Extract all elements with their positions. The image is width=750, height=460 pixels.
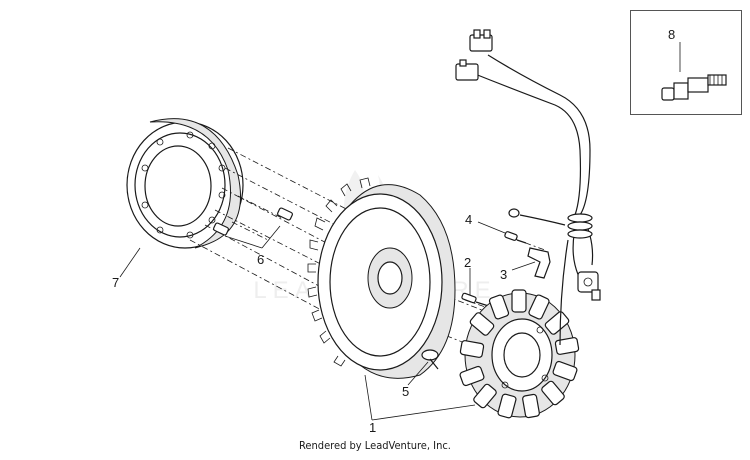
dowel-pins <box>213 207 293 236</box>
freewheel-ring <box>126 118 244 249</box>
stator-screw <box>461 292 496 309</box>
pickup-sensor <box>661 42 727 101</box>
pickup-block <box>577 271 601 301</box>
ring-terminal <box>508 208 520 218</box>
footer-credit: Rendered by LeadVenture, Inc. <box>299 439 451 452</box>
clamp-screw <box>504 231 527 244</box>
stator <box>459 289 580 419</box>
cable-ties <box>567 213 593 239</box>
flywheel <box>307 177 456 379</box>
callout-1[interactable]: 1 <box>369 420 377 435</box>
flywheel-screw <box>421 349 439 370</box>
callout-5[interactable]: 5 <box>402 384 410 399</box>
callout-4[interactable]: 4 <box>465 212 473 227</box>
callout-2[interactable]: 2 <box>464 255 472 270</box>
callout-3[interactable]: 3 <box>500 267 508 282</box>
callout-7[interactable]: 7 <box>112 275 120 290</box>
callout-8[interactable]: 8 <box>668 27 676 42</box>
leader-lines <box>119 221 536 421</box>
connector-top <box>469 29 493 52</box>
callout-6[interactable]: 6 <box>257 252 265 267</box>
cable-clamp <box>527 247 551 279</box>
connector-bottom <box>455 59 479 81</box>
wiring-harness <box>455 29 601 346</box>
inset-frame <box>630 10 742 115</box>
